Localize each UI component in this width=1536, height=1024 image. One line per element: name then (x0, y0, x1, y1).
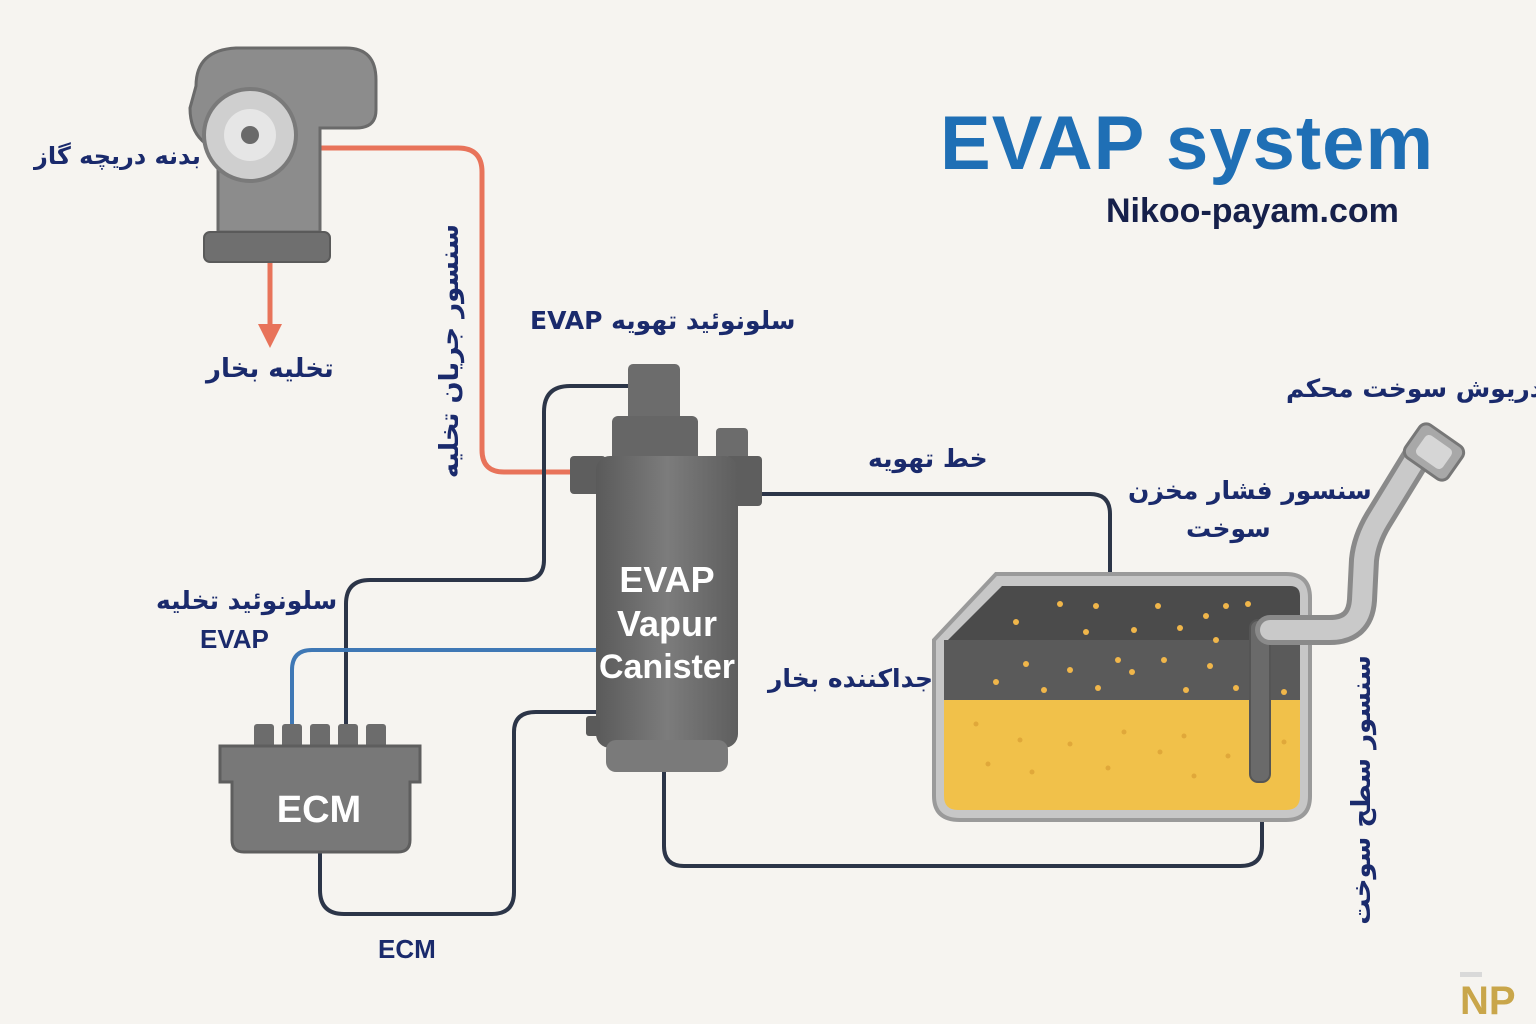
page-title: EVAP system (940, 101, 1435, 186)
throttle-body (188, 46, 378, 263)
label-fuel-level-sensor: سنسور سطح سوخت (1347, 655, 1377, 925)
fuel-cap (1402, 422, 1466, 482)
purge-solenoid-wire (290, 648, 600, 730)
canister-label-line1: EVAP (619, 559, 714, 600)
label-tank-pressure-sensor-line1: سنسور فشار مخزن (1128, 476, 1372, 505)
label-tank-pressure-sensor-line2: سوخت (1186, 514, 1271, 543)
vapor-purge-arrow-head (258, 324, 282, 348)
label-throttle-body: بدنه دریچه گاز (34, 142, 201, 170)
label-purge-flow-sensor: سنسور جریان تخلیه (435, 223, 465, 479)
vent-solenoid-wire (344, 384, 628, 730)
label-sealed-fuel-cap: دریوش سوخت محکم (1286, 374, 1536, 403)
ecm-unit: ECM (218, 724, 422, 854)
ecm-box-label: ECM (277, 789, 361, 831)
canister-label-line2: Vapur (617, 603, 717, 644)
label-vapor-separator: جداکننده بخار (768, 664, 934, 693)
canister-label-line3: Canister (599, 648, 735, 686)
label-purge-solenoid-line2: EVAP (200, 624, 269, 654)
tank-return-line (662, 772, 1264, 868)
label-vent-solenoid: سلونوئید تهویه EVAP (530, 306, 796, 335)
label-ecm-bottom: ECM (378, 934, 436, 964)
evap-canister: EVAP Vapur Canister (570, 364, 762, 772)
ecm-return-wire (318, 710, 598, 916)
np-logo-text: NP (1460, 979, 1516, 1018)
website-link[interactable]: Nikoo-payam.com (1106, 192, 1399, 230)
label-vapor-purge: تخلیه بخار (206, 354, 334, 384)
label-purge-solenoid-line1: سلونوئید تخلیه (156, 586, 338, 615)
purge-line (315, 145, 575, 475)
fuel-tank (932, 422, 1466, 822)
vent-line (752, 492, 1112, 578)
label-vent-line: خط تهویه (868, 444, 988, 473)
np-logo: NP (1456, 968, 1530, 1018)
